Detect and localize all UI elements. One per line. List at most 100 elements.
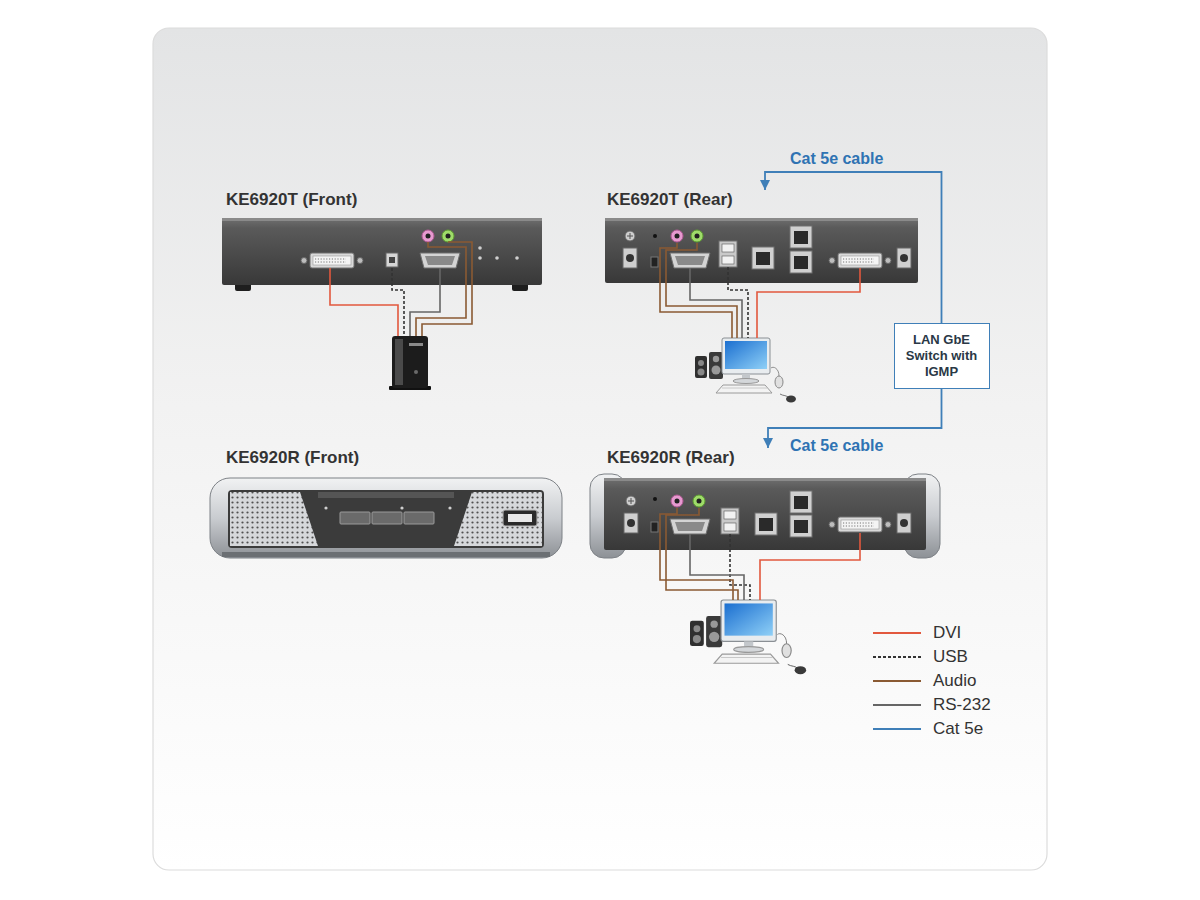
legend-line-sample xyxy=(873,628,921,638)
device-name: KE6920R (Front) xyxy=(226,448,567,468)
transmitter-rear-unit-part xyxy=(691,230,703,242)
cable-wires-part xyxy=(757,268,860,338)
legend-line xyxy=(873,632,921,634)
cat5e-cable xyxy=(765,172,942,323)
tower-computer-part xyxy=(414,370,418,374)
legend-line-sample xyxy=(873,700,921,710)
device-name: KE6920T (Rear) xyxy=(607,190,922,210)
cable-wires-part xyxy=(660,508,733,600)
receiver-rear-unit-part xyxy=(790,515,812,537)
transmitter-rear-unit-part xyxy=(719,241,737,267)
cable-wires-part xyxy=(422,242,472,336)
cable-wires-part xyxy=(392,268,404,336)
switch-box: LAN GbE Switch with IGMP xyxy=(894,323,990,389)
transmitter-rear-unit-part xyxy=(790,251,812,273)
legend-entry: USB xyxy=(873,645,991,669)
receiver-rear-unit-part xyxy=(697,499,702,504)
receiver-front-unit-part xyxy=(340,512,370,524)
receiver-rear-unit-part xyxy=(670,519,710,534)
transmitter-rear-unit-part xyxy=(897,248,911,268)
legend-line-sample xyxy=(873,652,921,662)
device-unit: KE6920T (Front) xyxy=(220,190,545,292)
receiver-rear-unit xyxy=(590,474,940,558)
receiver-front-unit-part xyxy=(454,492,542,546)
transmitter-front-unit-part xyxy=(446,234,451,239)
tower-computer-part xyxy=(395,339,403,385)
transmitter-front-unit-part xyxy=(222,218,542,285)
receiver-rear-unit-part xyxy=(897,513,911,533)
receiver-front-unit-part xyxy=(230,492,318,546)
receiver-front-unit-part xyxy=(324,506,327,509)
cable-wires-part xyxy=(760,533,860,600)
transmitter-front-unit-part xyxy=(442,230,454,242)
transmitter-front-unit-part xyxy=(422,230,434,242)
legend-label: USB xyxy=(933,647,968,667)
transmitter-front-unit-part xyxy=(515,256,519,260)
desktop-computer xyxy=(690,600,806,674)
receiver-rear-unit-part xyxy=(628,498,634,504)
receiver-rear-unit-part xyxy=(829,517,891,532)
receiver-rear-unit-part xyxy=(604,478,926,550)
legend-entry: Audio xyxy=(873,669,991,693)
box-label: LAN GbE Switch with IGMP xyxy=(902,332,982,380)
legend-line-sample xyxy=(873,676,921,686)
receiver-rear-unit-part xyxy=(693,495,705,507)
cable-wires-part xyxy=(666,508,738,600)
device-unit: KE6920R (Rear) xyxy=(585,448,945,560)
desktop-computer-part xyxy=(695,338,796,403)
receiver-front-unit-part xyxy=(210,478,562,558)
transmitter-front-unit-part xyxy=(301,253,363,268)
receiver-rear-unit-part xyxy=(721,508,739,534)
tower-computer xyxy=(389,336,431,390)
receiver-rear-unit-part xyxy=(624,513,638,533)
legend-entry: Cat 5e xyxy=(873,717,991,741)
legend-entry: RS-232 xyxy=(873,693,991,717)
transmitter-rear-unit-part xyxy=(695,234,700,239)
background-panel xyxy=(153,28,1047,870)
transmitter-rear-unit-part xyxy=(671,230,683,242)
transmitter-rear-unit-part xyxy=(627,233,633,239)
background-panel-part xyxy=(153,28,1047,870)
legend-entry: DVI xyxy=(873,621,991,645)
legend-line-sample xyxy=(873,724,921,734)
legend-label: Cat 5e xyxy=(933,719,983,739)
transmitter-front-unit-part xyxy=(478,246,482,250)
transmitter-front-unit-part xyxy=(478,256,482,260)
cable-wires xyxy=(330,242,860,600)
receiver-rear-unit-part xyxy=(604,478,926,481)
legend-label: DVI xyxy=(933,623,961,643)
cable-wires-part xyxy=(410,268,440,336)
tower-computer-part xyxy=(392,336,428,388)
cable-label: Cat 5e cable xyxy=(790,149,883,169)
receiver-front-unit-part xyxy=(400,506,403,509)
transmitter-rear-unit-part xyxy=(625,231,635,241)
receiver-front-unit-part xyxy=(404,512,434,524)
transmitter-rear-unit-part xyxy=(752,247,774,269)
desktop-computer-part xyxy=(690,600,806,674)
receiver-front-unit-part xyxy=(318,492,454,498)
transmitter-rear-unit-part xyxy=(653,234,657,238)
transmitter-rear-unit-part xyxy=(605,218,918,283)
receiver-front-unit-part xyxy=(228,490,544,548)
transmitter-front-unit-part xyxy=(426,234,431,239)
cable-wires-part xyxy=(330,268,398,336)
transmitter-rear-unit-part xyxy=(651,257,658,267)
receiver-front-unit-part xyxy=(372,512,402,524)
receiver-rear-unit-part xyxy=(626,496,636,506)
receiver-front-unit xyxy=(210,478,562,558)
receiver-rear-unit-part xyxy=(755,513,777,535)
device-name: KE6920R (Rear) xyxy=(607,448,945,468)
tower-computer-part xyxy=(409,343,423,346)
receiver-rear-unit-part xyxy=(671,495,683,507)
legend: DVI USBAudioRS-232Cat 5e xyxy=(873,621,991,741)
transmitter-rear-unit-part xyxy=(670,253,710,268)
cable-wires-part xyxy=(416,242,466,336)
receiver-front-unit-part xyxy=(222,552,550,557)
device-name: KE6920T (Front) xyxy=(226,190,545,210)
transmitter-rear-unit xyxy=(605,218,918,283)
transmitter-rear-unit-part xyxy=(829,253,891,268)
legend-line xyxy=(873,728,921,730)
transmitter-front-unit-part xyxy=(389,257,395,263)
cable-wires-part xyxy=(660,243,732,338)
